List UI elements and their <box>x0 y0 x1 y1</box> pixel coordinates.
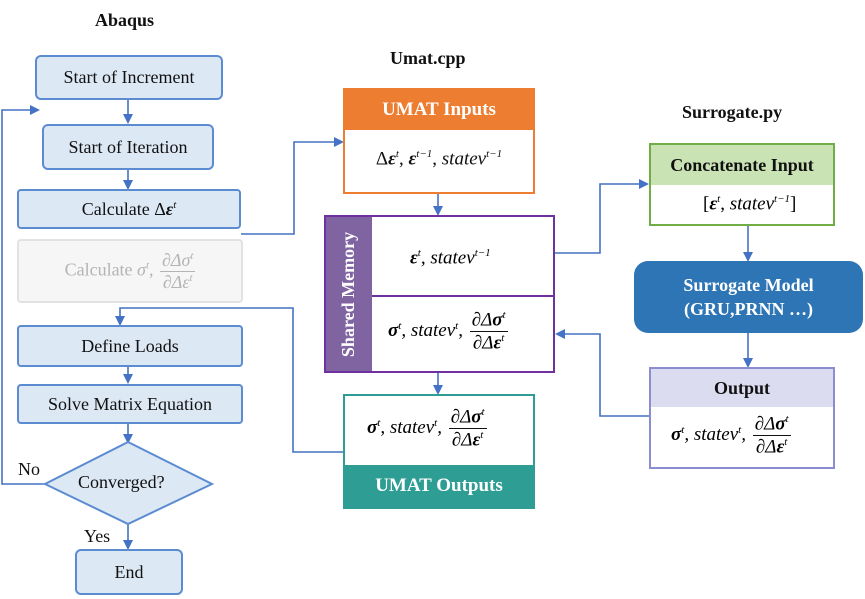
arrow-output-to-shared <box>555 329 649 417</box>
umat-inputs-header: UMAT Inputs <box>345 90 533 130</box>
umat-inputs-box: UMAT Inputs Δεt, εt−1, statevt−1 <box>343 88 535 194</box>
calc-strain-label: Calculate Δεt <box>81 198 177 219</box>
umat-inputs-expr: Δεt, εt−1, statevt−1 <box>375 148 503 170</box>
arrow-shared-to-concat <box>555 179 649 254</box>
solve-label: Solve Matrix Equation <box>48 393 212 414</box>
solve-box: Solve Matrix Equation <box>17 384 243 424</box>
shared-in-expr: εt, statevt−1 <box>410 247 491 269</box>
output-header: Output <box>651 369 833 407</box>
surrogate-model-box: Surrogate Model (GRU,PRNN …) <box>634 261 863 333</box>
define-loads-label: Define Loads <box>81 335 179 356</box>
shared-memory-block: Shared Memory εt, statevt−1 σt, statevt,… <box>324 215 555 373</box>
umat-title: Umat.cpp <box>390 48 466 68</box>
start-increment-box: Start of Increment <box>35 55 223 100</box>
calc-stress-label: Calculate σt, ∂Δσt∂Δεt <box>64 249 196 292</box>
abaqus-title: Abaqus <box>95 10 155 30</box>
yes-label: Yes <box>84 526 111 546</box>
end-label: End <box>114 561 144 582</box>
start-increment-label: Start of Increment <box>63 67 195 87</box>
define-loads-box: Define Loads <box>17 325 243 367</box>
concat-box: Concatenate Input [εt, statevt−1] <box>649 143 835 226</box>
surrogate-model-line2: (GRU,PRNN …) <box>684 299 813 319</box>
concat-header: Concatenate Input <box>651 145 833 185</box>
end-box: End <box>75 549 183 595</box>
arrow-abaqus-to-umat <box>241 137 344 235</box>
output-box: Output σt, statevt, ∂Δσt∂Δεt <box>649 367 835 469</box>
surrogate-title: Surrogate.py <box>682 102 783 122</box>
umat-outputs-expr: σt, statevt, ∂Δσt∂Δεt <box>367 406 487 451</box>
umat-outputs-header: UMAT Outputs <box>345 465 533 507</box>
arrow-no-loop <box>1 105 50 485</box>
shared-memory-sidebar: Shared Memory <box>326 217 372 371</box>
start-iteration-label: Start of Iteration <box>68 136 188 157</box>
surrogate-model-line1: Surrogate Model <box>683 274 814 295</box>
converged-label: Converged? <box>78 472 165 492</box>
shared-memory-divider <box>372 295 553 297</box>
umat-outputs-box: σt, statevt, ∂Δσt∂Δεt UMAT Outputs <box>343 394 535 509</box>
no-label: No <box>18 459 40 479</box>
calc-strain-box: Calculate Δεt <box>17 189 241 229</box>
shared-out-expr: σt, statevt, ∂Δσt∂Δεt <box>388 309 508 354</box>
shared-memory-label: Shared Memory <box>338 231 359 357</box>
arrow-umat-to-abaqus <box>115 307 343 453</box>
calc-stress-box: Calculate σt, ∂Δσt∂Δεt <box>17 239 243 303</box>
concat-expr: [εt, statevt−1] <box>703 193 797 215</box>
output-expr: σt, statevt, ∂Δσt∂Δεt <box>671 413 791 458</box>
converged-diamond <box>42 440 215 526</box>
start-iteration-box: Start of Iteration <box>42 124 214 170</box>
